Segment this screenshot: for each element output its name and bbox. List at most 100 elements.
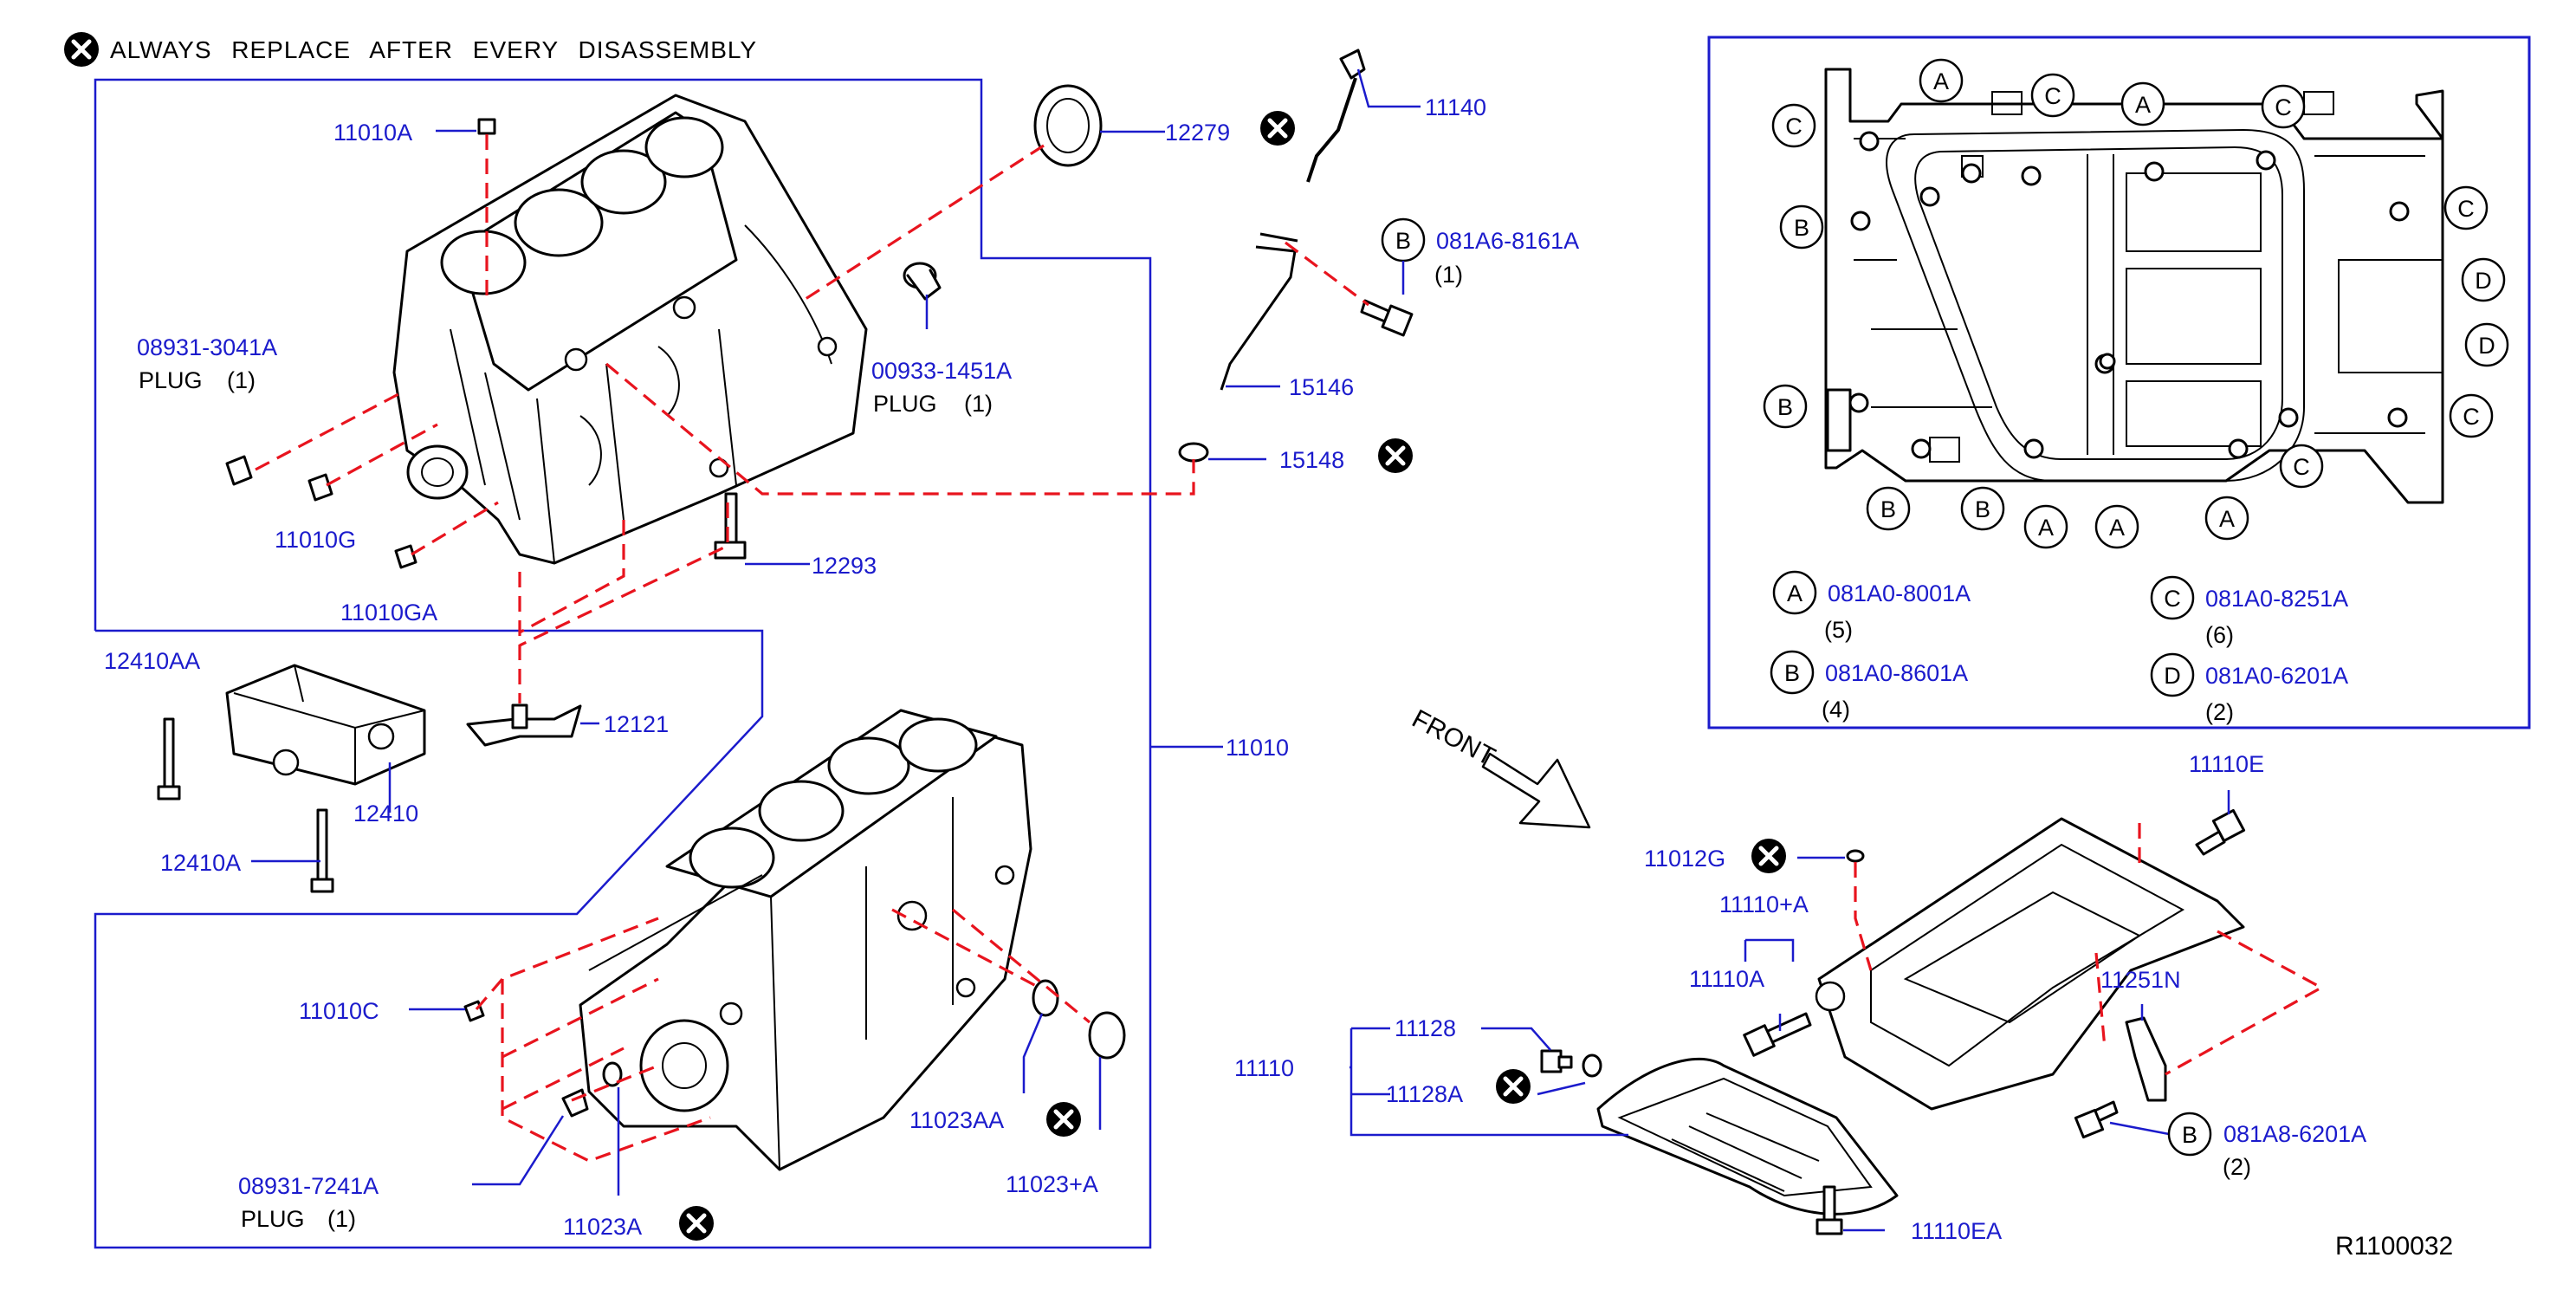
- bolt-legend-a: A 081A0-8001A (5): [1772, 570, 1971, 643]
- svg-text:PLUG: PLUG: [139, 367, 203, 393]
- bolt-11110e: [2195, 808, 2246, 856]
- callout-081a6: B: [1381, 217, 1426, 295]
- bolt-letter-b: B: [1779, 204, 1824, 250]
- bolt-letter-d: D: [2461, 257, 2506, 302]
- label-11110e: 11110E: [2189, 751, 2264, 777]
- bolt-legend-b: B 081A0-8601A (4): [1770, 650, 1968, 723]
- bolt-legend-c: C 081A0-8251A (6): [2150, 575, 2348, 648]
- replace-x-icon: [1751, 839, 1786, 873]
- bolt-letter-c: C: [2261, 84, 2306, 129]
- replace-x-icon: [1496, 1069, 1531, 1104]
- explode-lines: [255, 134, 2325, 1163]
- qty-081a8: (2): [2223, 1154, 2251, 1180]
- svg-text:081A0-8001A: 081A0-8001A: [1828, 580, 1971, 606]
- label-11012g: 11012G: [1644, 846, 1725, 872]
- svg-text:D: D: [2478, 333, 2495, 359]
- part-labels: 11010A 12279 11140 B 081A6-8161A (1) 089…: [104, 94, 2366, 1244]
- label-11140: 11140: [1425, 94, 1486, 120]
- replace-x-icon: [679, 1206, 714, 1241]
- label-11110ea: 11110EA: [1911, 1218, 2002, 1244]
- label-11128a: 11128A: [1386, 1081, 1463, 1107]
- callout-081a8: B: [2167, 1112, 2212, 1157]
- svg-text:(1): (1): [227, 367, 256, 393]
- svg-text:(4): (4): [1822, 697, 1850, 723]
- svg-text:A: A: [1933, 68, 1949, 94]
- label-12410aa: 12410AA: [104, 648, 200, 674]
- svg-text:B: B: [1395, 228, 1411, 254]
- bolt-letter-b: B: [1960, 486, 2005, 531]
- svg-text:B: B: [1880, 496, 1896, 522]
- label-11023aa: 11023AA: [909, 1107, 1004, 1133]
- group-frame: [94, 78, 1152, 1249]
- small-parts: [157, 49, 2246, 1235]
- svg-text:C: C: [2275, 94, 2292, 120]
- svg-text:B: B: [1784, 660, 1800, 686]
- bolt-letter-a: A: [2204, 496, 2249, 541]
- label-11110a: 11110A: [1689, 966, 1764, 992]
- svg-text:C: C: [2164, 586, 2181, 612]
- balancer-unit: [225, 664, 426, 786]
- bolt-letter-b: B: [1866, 486, 1911, 531]
- svg-text:B: B: [1777, 394, 1793, 420]
- svg-text:081A0-8601A: 081A0-8601A: [1825, 660, 1968, 686]
- oil-seal: [1033, 84, 1103, 167]
- bolt-letter-c: C: [1771, 103, 1816, 148]
- label-12293: 12293: [812, 553, 877, 579]
- svg-text:B: B: [1794, 215, 1809, 241]
- cylinder-block-upper: [392, 94, 868, 565]
- replace-x-icon: [1046, 1102, 1081, 1137]
- label-11010a: 11010A: [333, 120, 412, 146]
- label-11010: 11010: [1226, 735, 1289, 761]
- bolt-letter-a: A: [2023, 504, 2068, 549]
- svg-text:D: D: [2164, 663, 2181, 689]
- bolt-letter-c: C: [2449, 393, 2494, 438]
- lower-crankcase-assembly: [1596, 817, 2245, 1215]
- label-11110pa: 11110+A: [1719, 891, 1809, 917]
- label-11023a: 11023A: [563, 1214, 642, 1240]
- svg-text:B: B: [2182, 1122, 2197, 1148]
- label-081a8-6201a: 081A8-6201A: [2223, 1121, 2366, 1147]
- label-11010c: 11010C: [299, 998, 379, 1024]
- svg-text:C: C: [2457, 196, 2475, 222]
- figure-id: R1100032: [2335, 1232, 2453, 1261]
- svg-text:A: A: [1787, 580, 1803, 606]
- front-indicator: FRONT: [1408, 704, 1591, 829]
- label-11023pa: 11023+A: [1006, 1171, 1098, 1197]
- replace-x-icon: [1378, 438, 1413, 473]
- label-12279: 12279: [1165, 120, 1230, 146]
- label-12410: 12410: [353, 801, 418, 827]
- label-11110: 11110: [1234, 1055, 1294, 1081]
- bolt-detail-box: A C A C C B B B B A A A C C C D D A 081A…: [1707, 36, 2531, 729]
- svg-text:A: A: [2219, 506, 2235, 532]
- leader-lines: [251, 68, 2230, 1232]
- svg-text:A: A: [2109, 515, 2125, 541]
- bolt-letter-b: B: [1763, 384, 1808, 429]
- bolt-081a6: [1360, 299, 1414, 337]
- svg-text:081A0-8251A: 081A0-8251A: [2205, 586, 2348, 612]
- svg-text:B: B: [1975, 496, 1990, 522]
- svg-text:(6): (6): [2205, 622, 2234, 648]
- label-12121: 12121: [604, 711, 669, 737]
- label-11128: 11128: [1395, 1015, 1456, 1041]
- svg-text:PLUG: PLUG: [873, 391, 937, 417]
- svg-text:A: A: [2038, 515, 2054, 541]
- svg-text:C: C: [2044, 83, 2061, 109]
- label-11010ga: 11010GA: [340, 600, 437, 626]
- label-12410a: 12410A: [160, 850, 241, 876]
- label-08931-3041a: 08931-3041A: [137, 334, 277, 360]
- svg-text:(1): (1): [327, 1206, 356, 1232]
- svg-text:C: C: [2463, 404, 2480, 430]
- bolt-type-legend: A 081A0-8001A (5) B 081A0-8601A (4) C 08…: [1770, 570, 2348, 725]
- svg-text:C: C: [2293, 454, 2310, 480]
- legend: ALWAYS REPLACE AFTER EVERY DISASSEMBLY: [64, 32, 756, 67]
- cylinder-block-lower: [579, 709, 1032, 1171]
- svg-text:(1): (1): [964, 391, 993, 417]
- svg-text:081A0-6201A: 081A0-6201A: [2205, 663, 2348, 689]
- svg-text:C: C: [1785, 113, 1803, 139]
- svg-text:D: D: [2475, 268, 2492, 294]
- bolt-letter-a: A: [2120, 81, 2165, 126]
- label-081a6-8161a: 081A6-8161A: [1436, 228, 1579, 254]
- qty-081a6: (1): [1434, 262, 1463, 288]
- svg-text:(5): (5): [1824, 617, 1853, 643]
